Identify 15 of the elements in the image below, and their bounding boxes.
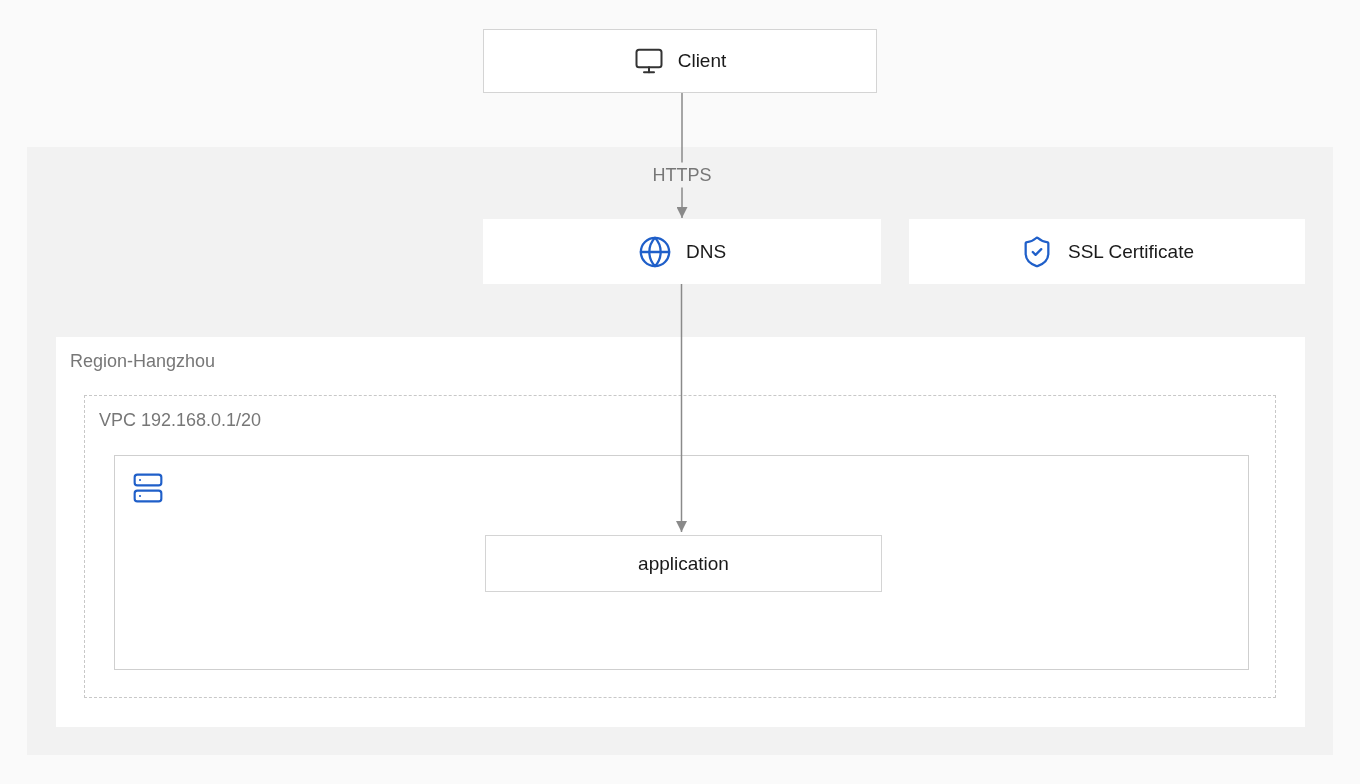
node-label: DNS [685,240,727,263]
arrow [676,283,687,533]
service-box [483,219,881,284]
node-label: SSL Certificate [1068,240,1194,263]
container-box [114,455,1249,670]
service-box [485,535,882,592]
service-box [483,29,877,93]
node-label: Client [677,50,727,72]
zone-label: VPC 192.168.0.1/20 [99,410,262,431]
service-box [909,219,1305,284]
zone-box [84,395,1276,698]
container-box [27,147,1333,755]
zone-label: Region-Hangzhou [70,351,216,372]
node-label: application [638,552,729,575]
zone-box [56,337,1305,727]
